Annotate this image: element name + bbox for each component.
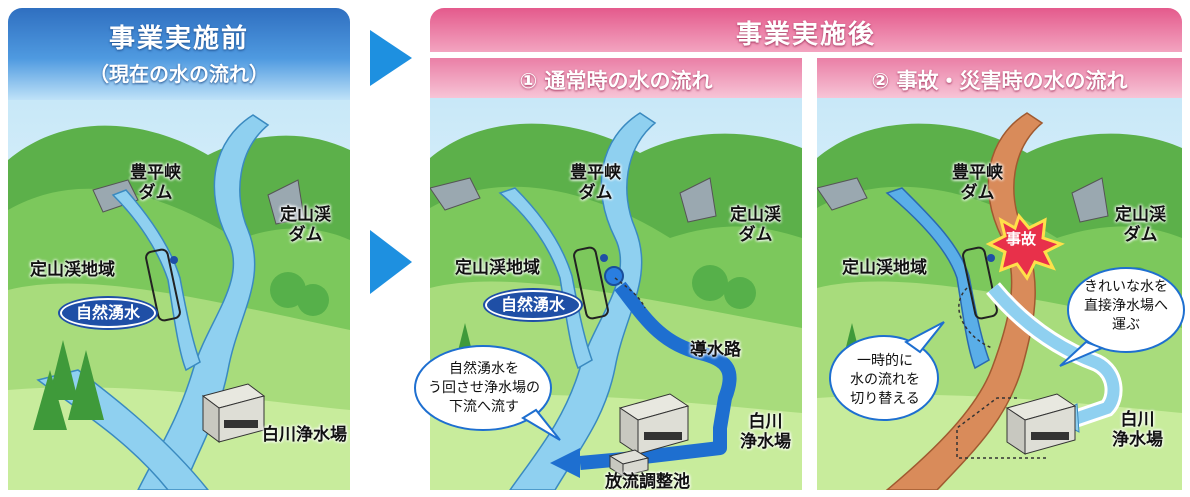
panel1-illustration: [8, 100, 350, 490]
speech-bubble-panel3-left: [829, 321, 945, 421]
panel3-right-bubble-text: きれいな水を 直接浄水場へ 運ぶ: [1084, 279, 1168, 333]
panel2-header: ① 通常時の水の流れ: [430, 58, 802, 98]
jozankei-area-label: 定山渓地域: [30, 260, 115, 280]
conduit-label: 導水路: [690, 340, 741, 360]
transition-arrows: [370, 30, 412, 294]
before-subtitle: （現在の水の流れ）: [89, 62, 269, 86]
shirakawa-plant-label: 白川浄水場: [262, 425, 347, 445]
houheikyo-dam-label: 豊平峡 ダム: [130, 163, 181, 203]
panel2-title: ① 通常時の水の流れ: [519, 69, 713, 93]
houheikyo-dam-label-3: 豊平峡 ダム: [952, 163, 1003, 203]
speech-bubble-panel2: [414, 345, 561, 441]
speech-bubble-panel3-right: [1059, 267, 1185, 367]
after-header: 事業実施後: [430, 8, 1182, 52]
shirakawa-plant-label-2: 白川 浄水場: [740, 412, 791, 452]
discharge-pond-label: 放流調整池: [605, 472, 690, 492]
before-header: 事業実施前 （現在の水の流れ）: [8, 8, 350, 100]
jozankei-dam-label: 定山渓 ダム: [280, 205, 331, 245]
water-plant-icon: [201, 383, 266, 443]
panel3-header: ② 事故・災害時の水の流れ: [817, 58, 1182, 98]
jozankei-dam-label-2: 定山渓 ダム: [730, 205, 781, 245]
before-title: 事業実施前: [108, 24, 249, 54]
spring-water-badge: 自然湧水: [60, 298, 156, 328]
panel2-bubble-text: 自然湧水を う回させ浄水場の 下流へ流す: [428, 361, 540, 415]
water-plant-icon: [1005, 393, 1077, 455]
forest-trees: [33, 272, 329, 430]
panel3-left-bubble-text: 一時的に 水の流れを 切り替える: [850, 353, 920, 407]
explosion-burst-icon: [985, 212, 1065, 281]
shirakawa-plant-label-3: 白川 浄水場: [1112, 410, 1163, 450]
houheikyo-dam-label-2: 豊平峡 ダム: [570, 163, 621, 203]
panel3-title: ② 事故・災害時の水の流れ: [871, 69, 1128, 93]
spring-water-badge-2: 自然湧水: [485, 290, 581, 320]
after-title: 事業実施後: [735, 20, 876, 50]
water-plant-icon: [618, 393, 690, 455]
jozankei-area-label-2: 定山渓地域: [455, 258, 540, 278]
accident-label: 事故: [1006, 230, 1037, 248]
discharge-pond-icon: [608, 449, 650, 477]
play-triangle-icon: [370, 230, 412, 294]
play-triangle-icon: [370, 30, 412, 86]
jozankei-area-label-3: 定山渓地域: [842, 258, 927, 278]
jozankei-dam-label-3: 定山渓 ダム: [1115, 205, 1166, 245]
